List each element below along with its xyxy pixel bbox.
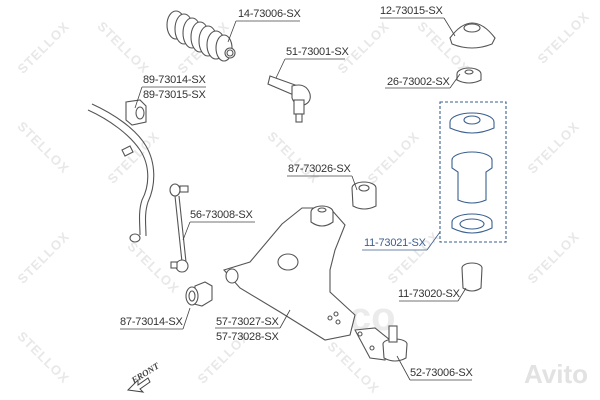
part-label-stabilizer-link: 56-73008-SX	[190, 209, 253, 221]
part-label-strut-bearing: 26-73002-SX	[387, 76, 450, 88]
part-label-strut-top-mount: 12-73015-SX	[380, 5, 443, 17]
part-label-stabilizer-bushing: 89-73014-SX	[143, 74, 206, 86]
strut-bearing-icon	[456, 67, 482, 84]
stabilizer-bar-icon	[87, 103, 155, 243]
strut-kit-icon	[439, 101, 507, 243]
control-arm-bushing-front-icon	[185, 281, 213, 307]
control-arm-icon	[223, 205, 356, 341]
stabilizer-bushing-icon	[125, 99, 147, 126]
front-arrow-icon	[126, 377, 151, 393]
leader-lines	[120, 17, 472, 381]
part-label-dust-boot: 14-73006-SX	[238, 8, 301, 20]
part-label-ball-joint: 52-73006-SX	[410, 367, 473, 379]
strut-top-mount-icon	[449, 22, 496, 49]
part-label-control-arm-bushing-front: 87-73014-SX	[120, 316, 183, 328]
part-label-stabilizer-bushing-alt: 89-73015-SX	[143, 89, 206, 101]
part-label-bump-stop: 11-73020-SX	[398, 288, 460, 300]
control-arm-bushing-rear-icon	[351, 181, 377, 210]
stabilizer-link-icon	[169, 183, 189, 273]
part-label-control-arm-alt: 57-73028-SX	[216, 331, 279, 343]
part-label-control-arm-bushing-rear: 87-73026-SX	[288, 163, 351, 175]
avito-watermark: Avito	[523, 359, 588, 389]
part-label-tie-rod-end: 51-73001-SX	[286, 46, 349, 58]
ball-joint-icon	[354, 325, 408, 362]
part-label-strut-kit: 11-73021-SX	[364, 237, 426, 249]
bump-stop-icon	[461, 262, 483, 292]
dust-boot-icon	[166, 10, 236, 62]
tie-rod-end-icon	[267, 75, 311, 123]
part-label-control-arm: 57-73027-SX	[216, 316, 279, 328]
